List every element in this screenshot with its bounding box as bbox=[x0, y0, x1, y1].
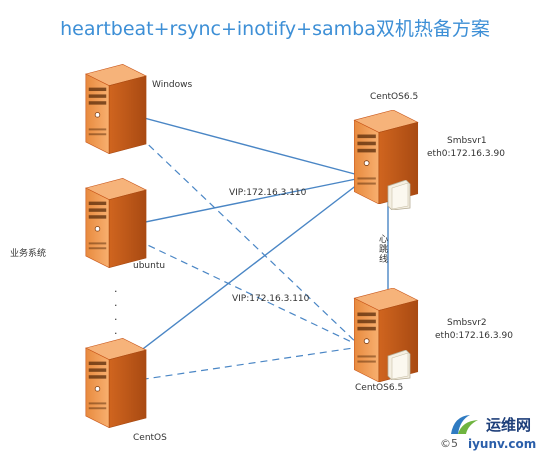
server1-ip-label: eth0:172.16.3.90 bbox=[427, 149, 505, 159]
server-windows-icon bbox=[85, 64, 147, 154]
link-ubuntu-smbsvr1 bbox=[115, 176, 367, 229]
heartbeat-label: 心跳线 bbox=[377, 234, 387, 264]
link-centos-smbsvr2 bbox=[117, 346, 361, 384]
client-label-centos: CentOS bbox=[133, 433, 167, 443]
link-centos-smbsvr1 bbox=[117, 177, 367, 369]
server1-name-label: Smbsvr1 bbox=[447, 136, 487, 146]
folder-smbsvr2-icon bbox=[387, 350, 411, 380]
server-ubuntu-icon bbox=[85, 178, 147, 268]
link-windows-smbsvr1 bbox=[113, 109, 367, 178]
link-ubuntu-smbsvr2 bbox=[115, 229, 361, 347]
server1-os-label: CentOS6.5 bbox=[370, 92, 419, 102]
group-label: 业务系统 bbox=[10, 249, 47, 259]
diagram-title: heartbeat+rsync+inotify+samba双机热备方案 bbox=[60, 18, 490, 40]
watermark-cn: 运维网 bbox=[486, 416, 532, 434]
ellipsis: . . . . bbox=[114, 282, 118, 337]
watermark-logo-icon bbox=[451, 415, 478, 434]
server2-name-label: Smbsvr2 bbox=[447, 318, 487, 328]
client-label-ubuntu: ubuntu bbox=[133, 261, 166, 271]
link-windows-smbsvr2 bbox=[113, 111, 361, 347]
watermark-url: iyunv.com bbox=[468, 437, 537, 451]
client-label-windows: Windows bbox=[152, 80, 193, 90]
server2-ip-label: eth0:172.16.3.90 bbox=[435, 331, 513, 341]
watermark-en: ©5 bbox=[440, 437, 458, 450]
vip-label-1: VIP:172.16.3.110 bbox=[229, 188, 307, 198]
folder-smbsvr1-icon bbox=[387, 180, 411, 210]
server-centos-icon bbox=[85, 338, 147, 428]
server2-os-label: CentOS6.5 bbox=[355, 383, 404, 393]
vip-label-2: VIP:172.16.3.110 bbox=[232, 294, 310, 304]
